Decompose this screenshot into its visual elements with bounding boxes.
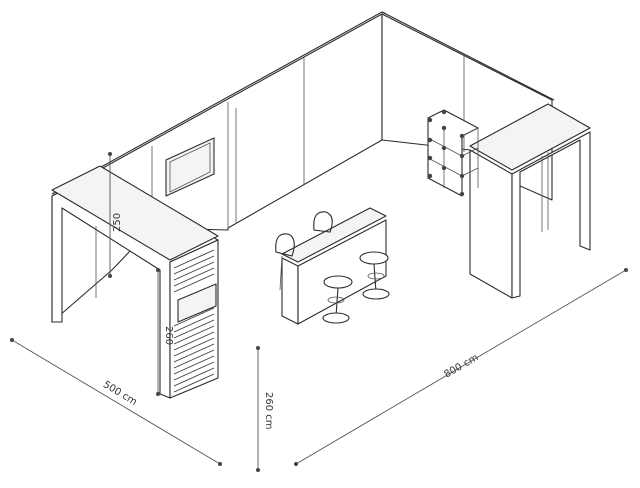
column-height-dimension [156, 268, 160, 396]
front-left-wall-top [51, 165, 219, 261]
right-tower-top [469, 103, 591, 171]
width-label: 800 cm [442, 352, 480, 380]
right-tower-side [511, 131, 591, 299]
cube-shelf [427, 109, 479, 197]
bar-stool-right [359, 251, 390, 300]
tv-screen [165, 137, 215, 197]
chair-back-left [275, 233, 295, 291]
bar-stool-left [322, 275, 353, 324]
height-dimension [256, 346, 260, 472]
column-height-label: 260 [163, 326, 174, 345]
bar-counter-top [281, 207, 387, 263]
width-dimension [294, 268, 628, 466]
right-tower-front [469, 149, 513, 299]
bar-counter-side [297, 219, 387, 325]
height-label: 260 cm [263, 392, 274, 430]
column-monitor [177, 283, 217, 323]
chair-back-right [313, 211, 333, 233]
depth-dimension [10, 338, 222, 466]
wall-height-dimension [108, 152, 112, 278]
wall-height-label: 250 [112, 213, 123, 232]
slatted-panel [173, 249, 215, 393]
back-right-wall [381, 13, 553, 201]
bar-counter-front [281, 257, 299, 325]
depth-label: 500 cm [101, 379, 139, 408]
